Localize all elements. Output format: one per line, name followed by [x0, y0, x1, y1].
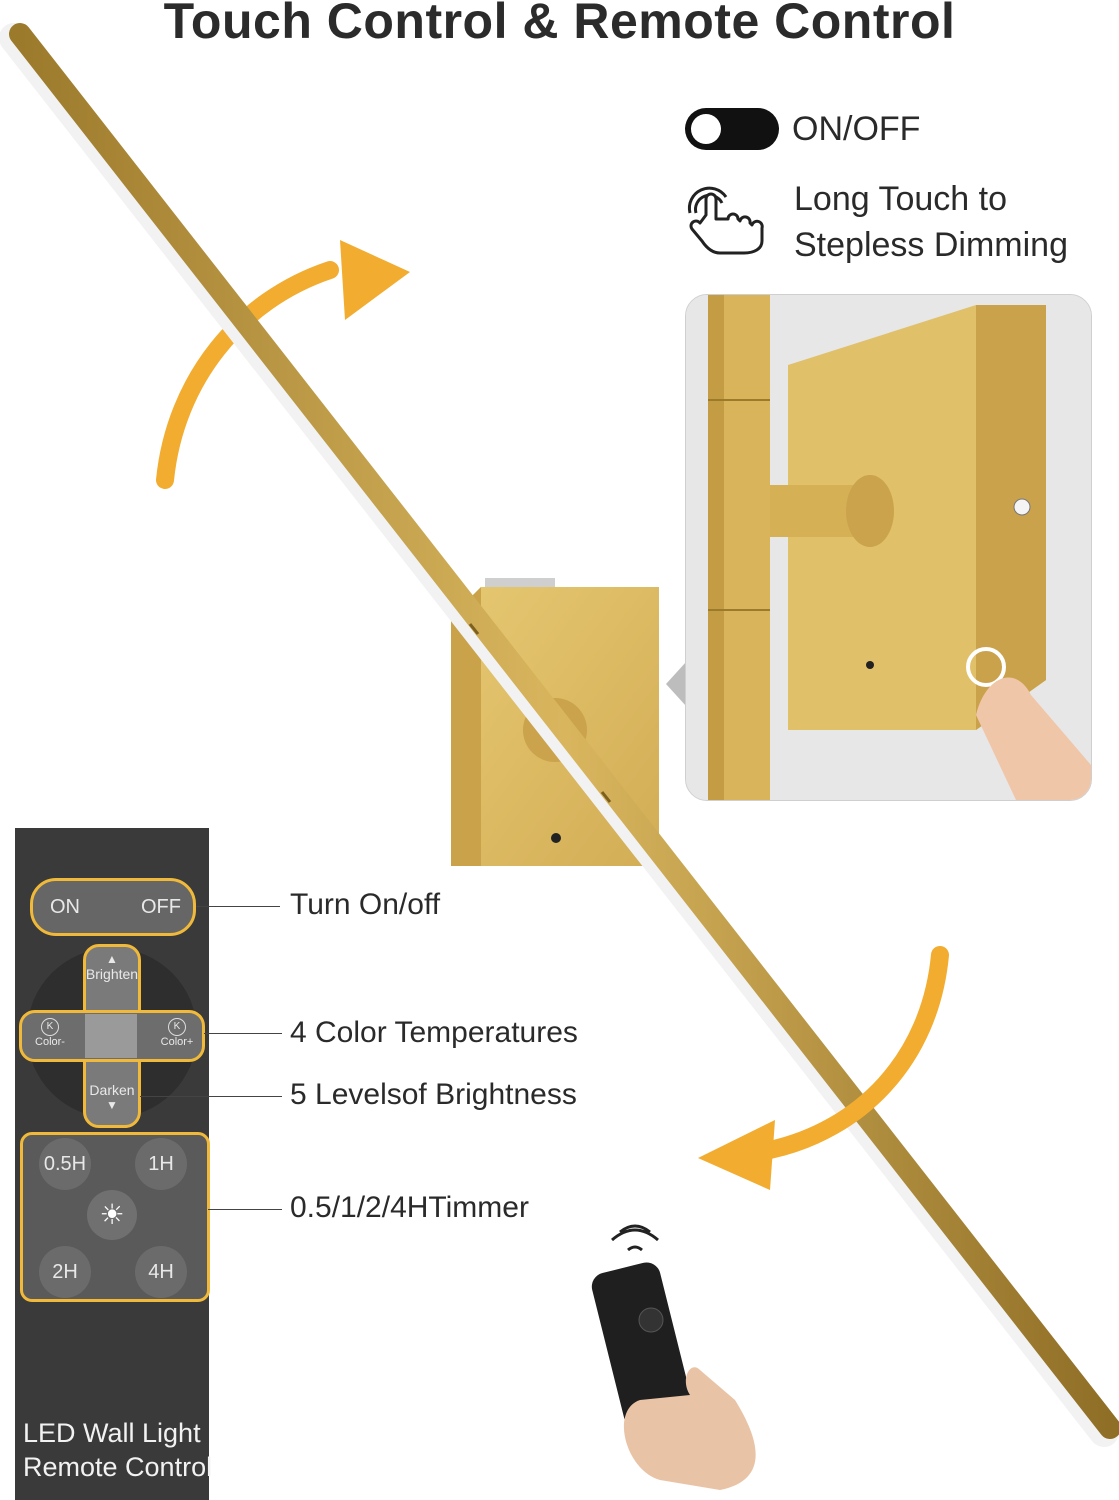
hand-holding-remote [591, 1224, 756, 1490]
rotate-arrow-lower-icon [698, 946, 949, 1190]
timer-2h-button[interactable]: 2H [39, 1246, 91, 1298]
arrow-up-icon: ▲ [106, 952, 118, 966]
page-title: Touch Control & Remote Control [163, 0, 956, 49]
color-plus-button[interactable]: K Color+ [149, 1018, 205, 1048]
color-minus-button[interactable]: K Color- [23, 1018, 77, 1048]
callout-line-color [204, 1033, 282, 1034]
inset-pointer [666, 662, 686, 706]
kelvin-icon: K [168, 1018, 186, 1036]
timer-4h-button[interactable]: 4H [135, 1246, 187, 1298]
callout-line-onoff [196, 906, 280, 907]
dpad-center[interactable] [85, 1014, 137, 1058]
touch-hand-icon [687, 186, 764, 255]
lamp-rod [0, 23, 1119, 1447]
long-touch-line2: Stepless Dimming [794, 226, 1068, 264]
sun-icon[interactable]: ☀ [87, 1190, 137, 1240]
off-button[interactable]: OFF [141, 896, 181, 918]
long-touch-line1: Long Touch to [794, 180, 1007, 218]
callout-line-brightness [140, 1096, 282, 1097]
remote-control-panel: ON OFF ▲ Brighten Darken ▼ K Color- K Co… [15, 828, 212, 1500]
remote-title: LED Wall Light Remote Control [23, 1418, 213, 1482]
rotate-arrow-upper-icon [156, 240, 410, 489]
onoff-label: ON/OFF [792, 110, 921, 148]
closeup-illustration [686, 295, 1091, 800]
on-button[interactable]: ON [50, 896, 80, 918]
brighten-button[interactable]: ▲ Brighten [81, 952, 143, 982]
onoff-button-group [30, 878, 196, 936]
callout-line-timer [208, 1209, 282, 1210]
closeup-inset [685, 294, 1092, 801]
kelvin-icon: K [41, 1018, 59, 1036]
long-touch-label: Long Touch to Stepless Dimming [794, 176, 1068, 268]
callout-turn-onoff: Turn On/off [290, 888, 441, 921]
timer-0-5h-button[interactable]: 0.5H [39, 1138, 91, 1190]
callout-brightness: 5 Levelsof Brightness [290, 1078, 577, 1111]
toggle-switch-icon [685, 108, 779, 150]
timer-1h-button[interactable]: 1H [135, 1138, 187, 1190]
darken-button[interactable]: Darken ▼ [81, 1082, 143, 1112]
callout-color-temps: 4 Color Temperatures [290, 1016, 578, 1049]
callout-timer: 0.5/1/2/4HTimmer [290, 1191, 529, 1224]
arrow-down-icon: ▼ [106, 1098, 118, 1112]
